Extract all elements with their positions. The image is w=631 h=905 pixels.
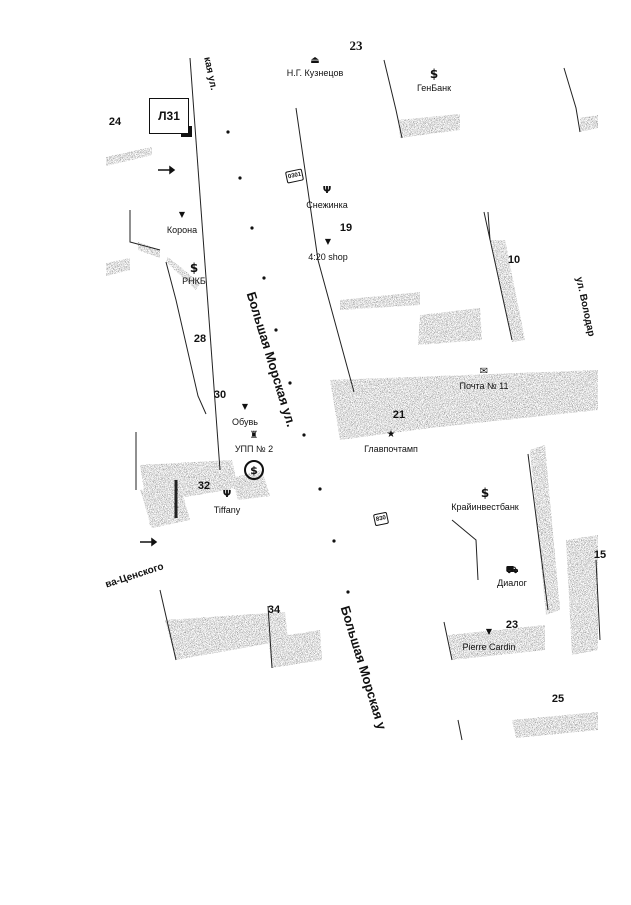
poi-label: Pierre Cardin <box>462 642 516 652</box>
poi-label: Tiffany <box>213 505 241 515</box>
block-shade <box>138 242 160 258</box>
bank-icon: $ <box>189 261 199 275</box>
block-shade <box>448 625 545 660</box>
block-shade <box>166 257 200 290</box>
house-number: 24 <box>108 116 122 128</box>
block-outlines <box>129 57 601 741</box>
page-number: 23 <box>349 38 363 53</box>
block-shade <box>268 630 322 668</box>
house-number: 19 <box>339 222 353 234</box>
block-shade <box>512 712 598 738</box>
street-centerline <box>226 130 350 594</box>
block-shade <box>580 115 598 132</box>
cart-icon: ⛟ <box>505 565 519 576</box>
block-shade <box>165 612 288 660</box>
house-number: 34 <box>267 604 281 616</box>
clothing-icon: ▼ <box>324 237 332 246</box>
poi-label: ГенБанк <box>416 83 452 93</box>
poi-label: РНКБ <box>182 276 206 286</box>
clothing-icon: ▼ <box>241 402 249 411</box>
poi-label: Крайинвестбанк <box>451 502 519 512</box>
house-number: 15 <box>593 549 607 561</box>
poi-label: 4:20 shop <box>308 252 348 262</box>
block-shade <box>566 535 598 655</box>
house-number: 32 <box>197 480 211 492</box>
bank-icon: $ <box>429 67 439 81</box>
house-number: 23 <box>505 619 519 631</box>
poi-label: Н.Г. Кузнецов <box>286 68 344 78</box>
house-number: 21 <box>392 409 406 421</box>
block-shade <box>490 240 525 342</box>
block-shade <box>530 445 560 615</box>
house-number: 25 <box>551 693 565 705</box>
building-shading <box>106 114 598 738</box>
poi-label: Снежинка <box>306 200 348 210</box>
police-icon: ♜ <box>249 430 259 441</box>
monument-icon: ⏏ <box>310 55 320 66</box>
star-icon: ★ <box>386 429 396 440</box>
block-shade <box>418 308 482 345</box>
house-number: 28 <box>193 333 207 345</box>
poi-label: Корона <box>166 225 198 235</box>
house-number: 30 <box>213 389 227 401</box>
poi-label: Главпочтамп <box>364 444 418 454</box>
block-shade <box>106 147 152 166</box>
poi-label: Диалог <box>497 578 527 588</box>
direction-arrows <box>140 165 176 547</box>
restaurant-icon: Ψ <box>222 489 232 500</box>
house-number: 10 <box>507 254 521 266</box>
block-shade <box>106 258 130 276</box>
bank-icon: $ <box>480 486 490 500</box>
block-shade <box>330 370 598 440</box>
block-shade <box>398 114 460 138</box>
poi-label: Обувь <box>232 417 258 427</box>
currency-exchange-icon: $ <box>244 460 264 480</box>
poi-label: УПП № 2 <box>234 444 274 454</box>
poi-label: Почта № 11 <box>459 381 509 391</box>
block-shade <box>340 292 420 310</box>
sheet-grid-label: Л31 <box>149 98 192 137</box>
clothing-icon: ▼ <box>485 627 493 636</box>
restaurant-icon: Ψ <box>322 185 332 196</box>
mail-icon: ✉ <box>479 366 489 377</box>
clothing-icon: ▼ <box>178 210 186 219</box>
